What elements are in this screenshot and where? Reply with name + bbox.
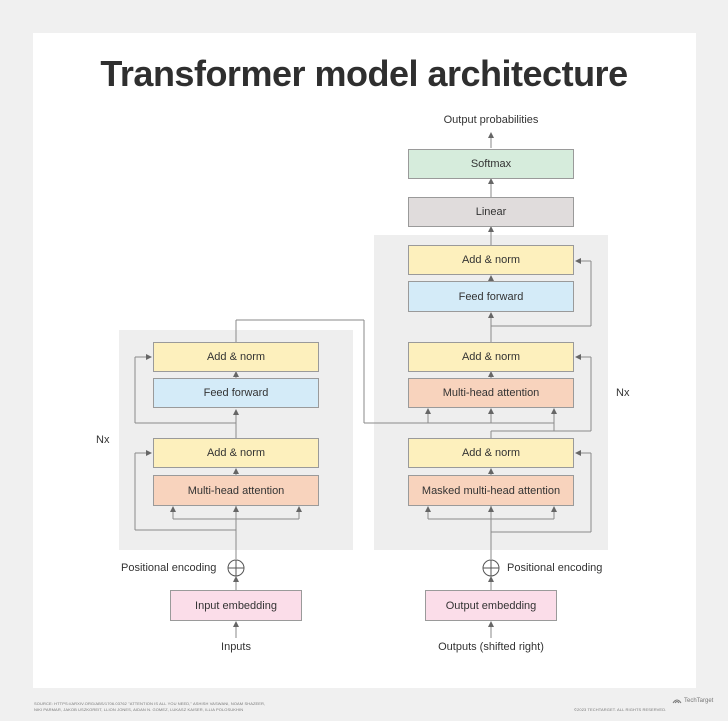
decoder-add-norm-3: Add & norm (408, 245, 574, 275)
encoder-add-norm-bottom: Add & norm (153, 438, 319, 468)
encoder-positional-encoding-icon (227, 559, 245, 577)
output-embedding: Output embedding (425, 590, 557, 621)
linear: Linear (408, 197, 574, 227)
outputs-label: Outputs (shifted right) (438, 641, 544, 653)
softmax: Softmax (408, 149, 574, 179)
encoder-add-norm-top: Add & norm (153, 342, 319, 372)
encoder-positional-encoding-label: Positional encoding (121, 562, 217, 574)
encoder-nx-label: Nx (96, 434, 110, 446)
brand-logo-icon (672, 699, 682, 704)
diagram-title: Transformer model architecture (100, 53, 628, 94)
source-credit-line-2: NIKI PARMAR, JAKOB USZKOREIT, LLION JONE… (34, 707, 244, 712)
inputs-label: Inputs (221, 641, 251, 653)
source-credit-line-1: SOURCE: HTTPS://ARXIV.ORG/ABS/1706.03762… (34, 701, 266, 706)
decoder-multi-head-attention: Multi-head attention (408, 378, 574, 408)
decoder-positional-encoding-label: Positional encoding (507, 562, 603, 574)
output-probabilities-label: Output probabilities (443, 114, 539, 126)
decoder-masked-multi-head-attention: Masked multi-head attention (408, 475, 574, 506)
brand-name: TechTarget (684, 698, 714, 704)
encoder-multi-head-attention: Multi-head attention (153, 475, 319, 506)
decoder-add-norm-2: Add & norm (408, 342, 574, 372)
decoder-add-norm-1: Add & norm (408, 438, 574, 468)
encoder-feed-forward: Feed forward (153, 378, 319, 408)
copyright: ©2023 TECHTARGET. ALL RIGHTS RESERVED. (574, 707, 667, 712)
input-embedding: Input embedding (170, 590, 302, 621)
decoder-feed-forward: Feed forward (408, 281, 574, 312)
decoder-positional-encoding-icon (482, 559, 500, 577)
brand-logo: TechTarget (672, 697, 713, 705)
decoder-nx-label: Nx (616, 387, 630, 399)
